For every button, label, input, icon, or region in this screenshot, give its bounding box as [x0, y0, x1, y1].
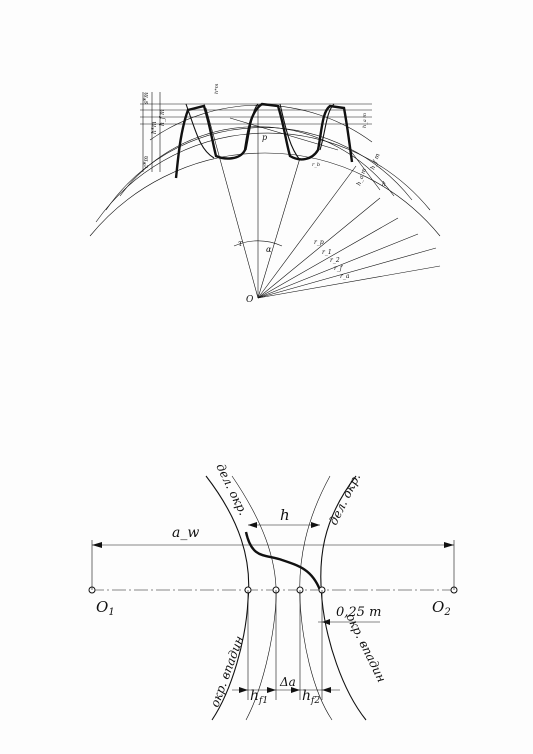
arrow-da-right [291, 687, 300, 693]
tooth-profile-rack [185, 103, 335, 161]
r-label-4: r_a [340, 273, 350, 280]
del-okr-left-label: дел. окр. [213, 461, 250, 517]
okr-vpadin-left-label: окр. впадин [208, 634, 247, 709]
r-label-0: r_p [314, 239, 324, 246]
aw-arrow-left [92, 542, 102, 548]
right-dim-1 [349, 149, 381, 191]
radial-7 [257, 265, 441, 299]
right-pitch-circle [299, 475, 333, 721]
small-label-1: r_b [312, 162, 320, 168]
angle-tau-label: τ [238, 239, 243, 248]
arc-2 [95, 132, 431, 223]
aw-label: a_w [172, 525, 199, 541]
hf1-label: hf1 [250, 688, 268, 706]
meshing-figure: a_w h O1 O2 дел. окр. дел. окр. окр. впа… [88, 461, 458, 721]
delta-a-label: Δa [279, 675, 296, 689]
h-label: h [280, 506, 290, 524]
arc-3 [89, 152, 441, 237]
left-dim-label-2: h_f m [159, 109, 166, 126]
meshing-tooth-profile [244, 531, 322, 591]
h-arrow-left [248, 522, 257, 528]
angle-label: α [266, 245, 272, 254]
small-labels: h*m r_b h_a m [214, 83, 368, 168]
radial-4 [257, 217, 399, 299]
small-label-0: h*m [214, 83, 220, 94]
h-arrow-right [311, 522, 320, 528]
tooth-profiles [174, 102, 354, 179]
radial-3 [257, 197, 381, 299]
angle-arc [233, 240, 283, 247]
aw-arrow-right [444, 542, 454, 548]
del-okr-right-label: дел. окр. [326, 471, 363, 527]
r-label-1: r_1 [322, 249, 332, 256]
arc-1 [105, 127, 413, 211]
gear-tooth-figure: O α τ p r_p r_1 r_2 r_f r_a c*m h*m h_f … [89, 83, 441, 305]
small-label-2: h_a m [362, 113, 368, 128]
radius-labels: r_p r_1 r_2 r_f r_a [314, 239, 350, 280]
O2-label: O2 [432, 598, 451, 618]
left-dim-label-3: s*m [143, 92, 150, 104]
arrow-hf1-left [239, 687, 248, 693]
arrow-hf2-right [322, 687, 331, 693]
radial-5 [257, 233, 419, 299]
hf2-label: hf2 [302, 688, 320, 706]
left-dim-label-1: h*m [151, 121, 158, 134]
right-dim-label-2: h [382, 181, 386, 188]
center-label-O: O [246, 295, 254, 305]
left-dim-labels: c*m h*m h_f m s*m [143, 92, 166, 168]
radial-left [205, 107, 259, 299]
pitch-chord [229, 117, 339, 151]
arrow-hf1-right [267, 687, 276, 693]
left-dim-label-0: c*m [143, 156, 150, 168]
radial-1 [257, 157, 301, 299]
radial-6 [257, 247, 437, 299]
clearance-label: 0,25 m [336, 605, 381, 620]
O1-label: O1 [96, 598, 115, 618]
p-label: p [262, 133, 267, 142]
radial-2 [257, 165, 357, 299]
clearance-arrow [322, 619, 330, 625]
r-label-3: r_f [334, 265, 344, 272]
r-label-2: r_2 [330, 257, 340, 264]
